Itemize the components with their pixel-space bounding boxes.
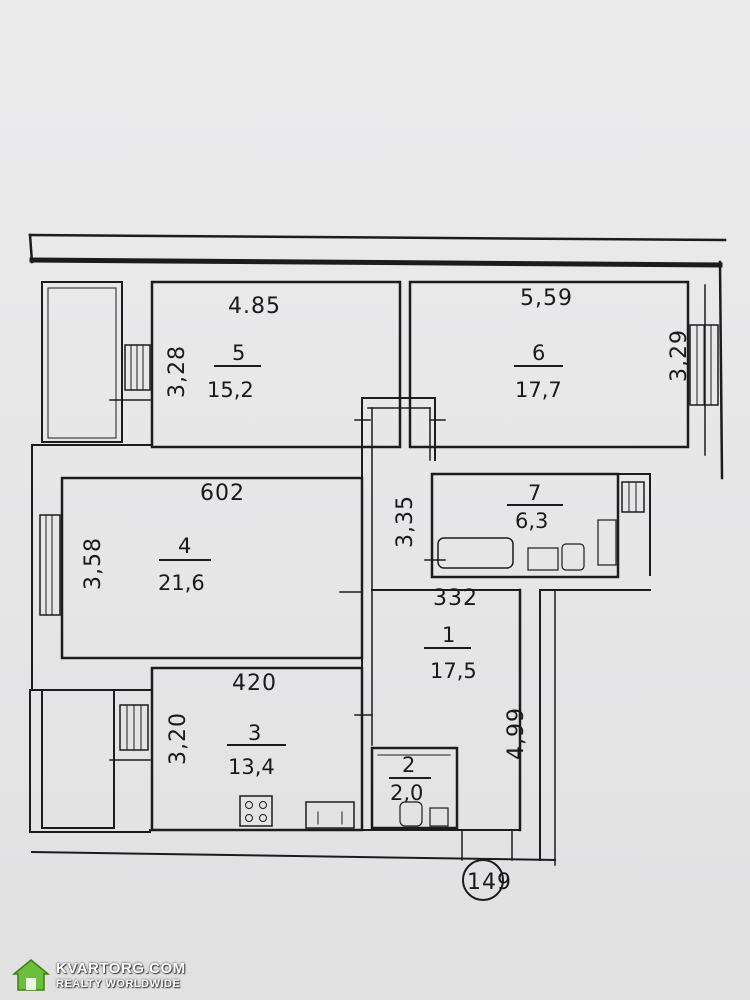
watermark: KVARTORG.COM REALTY WORLDWIDE bbox=[11, 958, 186, 992]
room-3-area: 13,4 bbox=[228, 755, 275, 779]
room-3-number: 3 bbox=[248, 721, 261, 745]
house-logo-icon bbox=[11, 958, 51, 992]
watermark-text: KVARTORG.COM REALTY WORLDWIDE bbox=[56, 961, 186, 990]
room-5-area: 15,2 bbox=[207, 378, 254, 402]
room-4-number: 4 bbox=[178, 534, 191, 558]
room-4-height: 3,58 bbox=[81, 537, 106, 590]
room-7-area: 6,3 bbox=[515, 509, 548, 533]
room-2-area: 2,0 bbox=[390, 781, 423, 805]
room-7-width: 332 bbox=[433, 586, 478, 611]
room-1-height: 4,99 bbox=[504, 707, 529, 760]
room-2-number: 2 bbox=[402, 753, 415, 777]
room-1-area: 17,5 bbox=[430, 659, 477, 683]
room-4-width: 602 bbox=[200, 481, 245, 506]
room-4-area: 21,6 bbox=[158, 571, 205, 595]
room-5-width: 4.85 bbox=[228, 294, 281, 319]
plan-marker-number: 149 bbox=[467, 870, 512, 895]
room-3-width: 420 bbox=[232, 671, 277, 696]
room-7-number: 7 bbox=[528, 481, 541, 505]
room-5-number: 5 bbox=[232, 341, 245, 365]
room-6-number: 6 bbox=[532, 341, 545, 365]
watermark-tagline: REALTY WORLDWIDE bbox=[56, 977, 181, 990]
room-3-height: 3,20 bbox=[166, 712, 191, 765]
room-5-height: 3,28 bbox=[165, 345, 190, 398]
room-6-height: 3,29 bbox=[667, 329, 692, 382]
room-1-number: 1 bbox=[442, 623, 455, 647]
room-7-height: 3,35 bbox=[393, 495, 418, 548]
room-6-area: 17,7 bbox=[515, 378, 562, 402]
room-6-width: 5,59 bbox=[520, 286, 573, 311]
watermark-name: KVARTORG.COM bbox=[56, 959, 186, 977]
